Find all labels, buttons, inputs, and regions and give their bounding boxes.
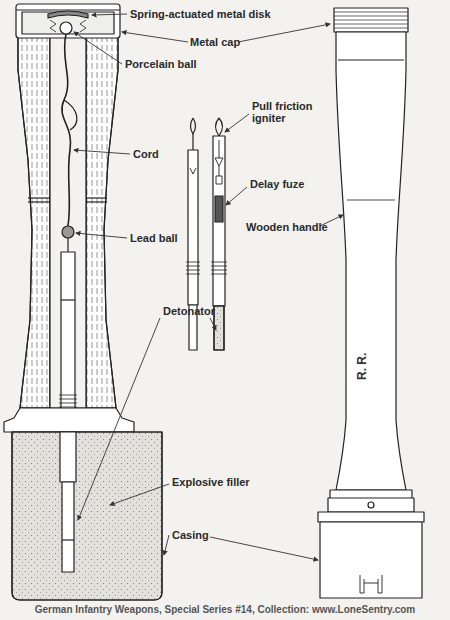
part-label: Casing xyxy=(172,529,209,541)
part-label: Detonator xyxy=(163,305,215,317)
part-label: Metal cap xyxy=(190,36,240,48)
part-label: Porcelain ball xyxy=(125,58,197,70)
part-label: Cord xyxy=(133,148,159,160)
part-label: Wooden handle xyxy=(246,221,328,233)
part-label: Lead ball xyxy=(130,232,178,244)
part-label: Delay fuze xyxy=(250,178,304,190)
source-caption: German Infantry Weapons, Special Series … xyxy=(0,604,450,615)
part-label: Pull friction igniter xyxy=(252,100,324,124)
handle-marking: R. R. xyxy=(356,353,368,380)
part-label: Explosive filler xyxy=(172,476,250,488)
part-label: Spring-actuated metal disk xyxy=(130,8,271,20)
